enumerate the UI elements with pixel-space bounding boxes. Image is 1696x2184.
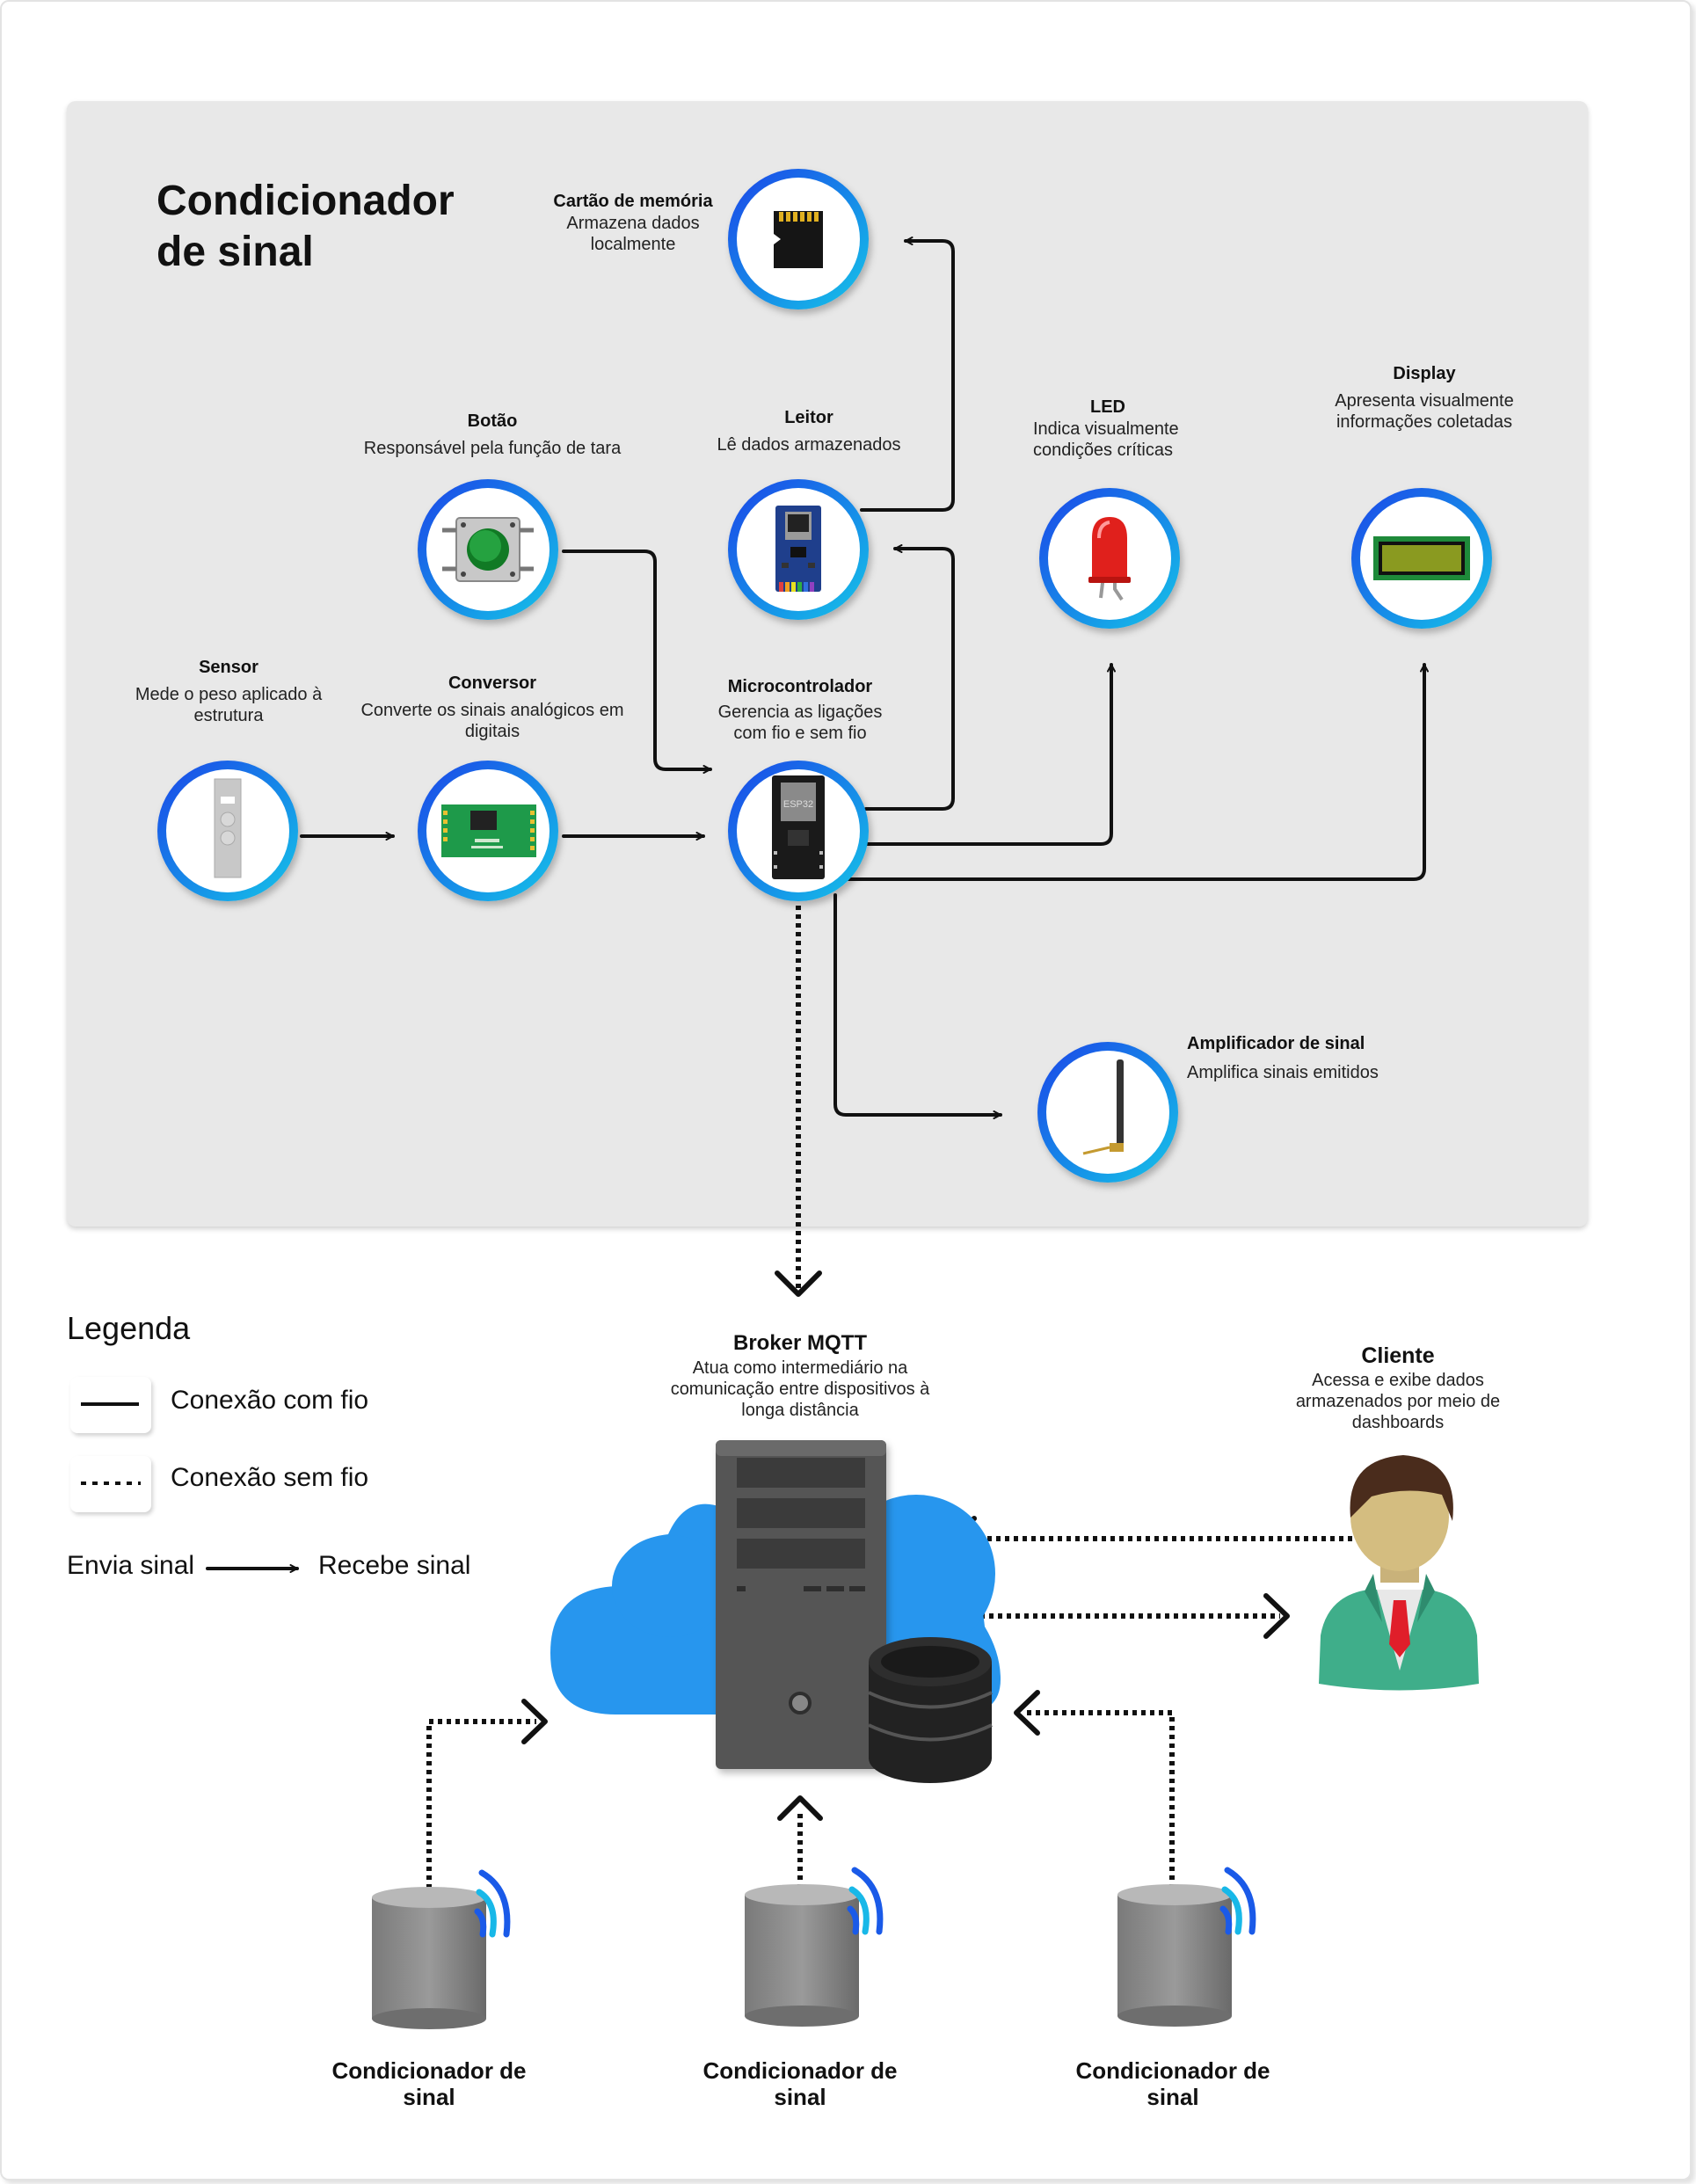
conditioner-3-wifi-icon [1219, 1867, 1256, 1935]
display-title: Display [1393, 364, 1456, 383]
legend-sends-label: Envia sinal [67, 1551, 195, 1580]
cond3-arrowhead [1014, 1690, 1040, 1736]
conditioner-2-device [745, 1884, 859, 2027]
client-person-icon [1319, 1455, 1479, 1691]
button-desc: Responsável pela função de tara [363, 439, 622, 458]
client-title: Cliente [1361, 1343, 1435, 1368]
sensor-label: Sensor Mede o peso aplicado à estrutura [123, 656, 334, 726]
red-led-icon [1088, 517, 1131, 601]
memory-card-icon [774, 211, 823, 268]
reader-desc: Lê dados armazenados [717, 435, 901, 455]
esp32-chip-label: ESP32 [783, 799, 813, 810]
legend-wired-label: Conexão com fio [171, 1386, 369, 1415]
esp32-board-icon: ESP32 [772, 775, 825, 879]
converter-label: Conversor Converte os sinais analógicos … [360, 672, 624, 742]
button-to-mcu-wire [562, 550, 712, 774]
amplifier-node [1037, 1042, 1178, 1183]
conditioner-1-device [372, 1887, 486, 2029]
wired-connections [79, 237, 1429, 1573]
conditioner-1-label: Condicionador de sinal [331, 2057, 527, 2110]
converter-desc: Converte os sinais analógicos em digitai… [360, 701, 624, 741]
cond2-arrowhead [777, 1795, 823, 1821]
legend-receives-label: Recebe sinal [318, 1551, 471, 1580]
cond3-to-broker-wireless [1024, 1710, 1175, 1889]
antenna-icon [1082, 1059, 1124, 1155]
memory-card-title: Cartão de memória [553, 192, 713, 211]
broker-desc: Atua como intermediário na comunicação e… [670, 1358, 930, 1420]
microcontroller-title: Microcontrolador [727, 677, 873, 696]
sensor-desc: Mede o peso aplicado à estrutura [135, 685, 323, 725]
converter-title: Conversor [448, 673, 537, 693]
cond1-to-broker-wireless [426, 1719, 536, 1889]
hx711-module-icon [441, 804, 536, 857]
mcu-to-led-wire [864, 663, 1116, 846]
display-desc: Apresenta visualmente informações coleta… [1335, 391, 1514, 432]
led-title: LED [1090, 397, 1125, 417]
sd-reader-module-icon [775, 506, 821, 592]
mcu-to-reader-wire [864, 544, 955, 811]
client-arrowhead-right [1263, 1593, 1290, 1639]
lcd-display-icon [1373, 536, 1470, 580]
amplifier-label: Amplificador de sinal Amplifica sinais e… [1187, 1032, 1433, 1083]
sensor-title: Sensor [199, 658, 258, 677]
microcontroller-desc: Gerencia as ligações com fio e sem fio [717, 703, 883, 743]
microcontroller-label: Microcontrolador Gerencia as ligações co… [695, 675, 906, 744]
memory-card-desc: Armazena dados localmente [566, 214, 700, 254]
reader-label: Leitor Lê dados armazenados [695, 406, 923, 455]
led-desc: Indica visualmente condições críticas [1033, 419, 1179, 460]
client-desc: Acessa e exibe dados armazenados por mei… [1295, 1371, 1501, 1432]
reader-title: Leitor [784, 408, 833, 427]
memory-card-label: Cartão de memória Armazena dados localme… [536, 190, 730, 255]
broker-arrowhead-down [775, 1270, 822, 1297]
button-title: Botão [467, 411, 518, 431]
conditioner-2-label: Condicionador de sinal [702, 2057, 898, 2110]
conditioner-3-label: Condicionador de sinal [1075, 2057, 1270, 2110]
server-tower-icon [716, 1440, 886, 1769]
amplifier-title: Amplificador de sinal [1187, 1034, 1365, 1053]
amplifier-desc: Amplifica sinais emitidos [1187, 1063, 1379, 1082]
legend-title: Legenda [67, 1310, 191, 1346]
load-cell-icon [214, 778, 242, 878]
client-label: Cliente Acessa e exibe dados armazenados… [1279, 1342, 1517, 1433]
broker-label: Broker MQTT Atua como intermediário na c… [651, 1329, 950, 1421]
legend-wireless-label: Conexão sem fio [171, 1463, 369, 1492]
conditioner-1-wifi-icon [474, 1869, 511, 1938]
mcu-to-display-wire [842, 663, 1429, 881]
button-label: Botão Responsável pela função de tara [343, 410, 642, 459]
display-label: Display Apresenta visualmente informaçõe… [1310, 362, 1539, 433]
mcu-to-amplifier-wire [833, 893, 1002, 1119]
cond1-arrowhead [521, 1699, 548, 1744]
conditioner-3-device [1117, 1884, 1232, 2027]
led-label: LED Indica visualmente condições crítica… [1020, 396, 1196, 461]
conditioner-2-wifi-icon [847, 1867, 884, 1935]
database-icon [868, 1637, 993, 1783]
broker-title: Broker MQTT [732, 1331, 867, 1355]
reader-to-memory-wire [860, 237, 955, 512]
push-button-icon [442, 517, 534, 582]
page-title: Condicionador de sinal [156, 178, 455, 275]
